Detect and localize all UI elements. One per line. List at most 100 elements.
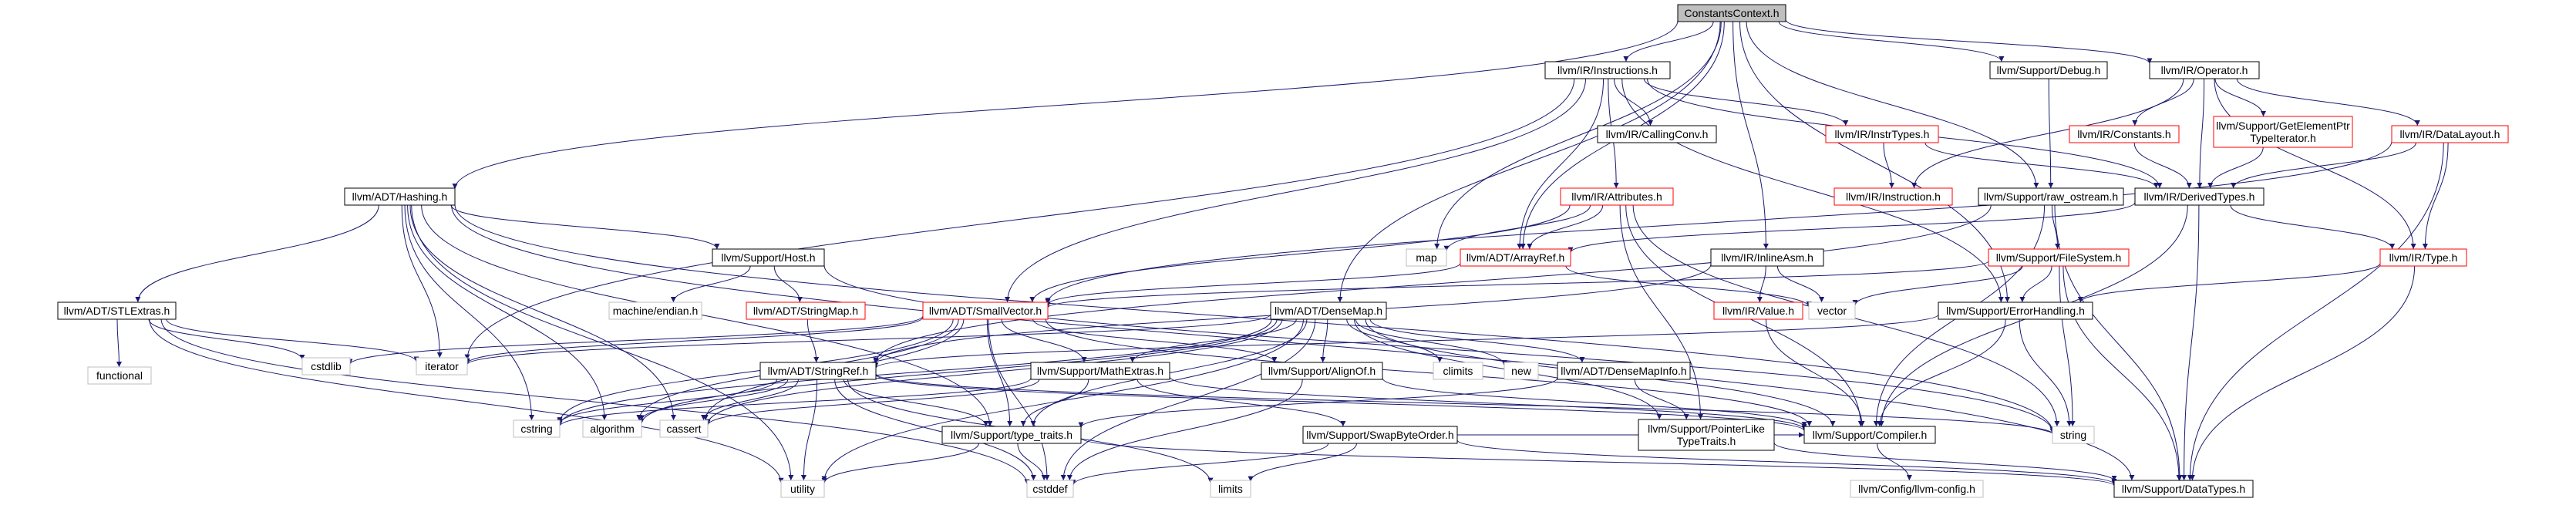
node-label: llvm/IR/Constants.h [2077, 128, 2170, 140]
node-operator[interactable]: llvm/IR/Operator.h [2149, 61, 2260, 79]
node-instrtypes[interactable]: llvm/IR/InstrTypes.h [1825, 125, 1939, 143]
node-box [1026, 480, 1074, 498]
node-box [2069, 125, 2180, 143]
node-densemapinfo[interactable]: llvm/ADT/DenseMapInfo.h [1557, 362, 1691, 380]
node-smallvec[interactable]: llvm/ADT/SmallVector.h [922, 301, 1049, 320]
node-derived[interactable]: llvm/IR/DerivedTypes.h [2134, 187, 2265, 206]
node-label: llvm/IR/InstrTypes.h [1835, 128, 1930, 140]
edge-densemap-to-densemapinfo [1369, 318, 1585, 363]
node-algorithm: algorithm [582, 419, 642, 438]
edge-smallvec-to-cstddef [988, 318, 1050, 481]
node-datalayout[interactable]: llvm/IR/DataLayout.h [2391, 125, 2509, 143]
node-label: llvm/ADT/ArrayRef.h [1466, 251, 1565, 264]
node-compiler[interactable]: llvm/Support/Compiler.h [1803, 426, 1936, 444]
edge-stringref-to-cassert [701, 379, 799, 421]
node-label: llvm/Support/Debug.h [1997, 64, 2101, 76]
edge-compiler-to-config [1877, 443, 1912, 481]
node-map: map [1406, 248, 1447, 267]
edge-stringmap-to-stringref [806, 318, 820, 363]
edge-filesystem-to-vector [1852, 265, 2023, 306]
node-label: llvm/IR/CallingConv.h [1606, 128, 1709, 140]
edge-typetraits-to-utility [821, 443, 979, 483]
node-filesystem[interactable]: llvm/Support/FileSystem.h [1988, 248, 2130, 267]
node-box [1803, 426, 1936, 444]
edge-hashing-to-datatypes [451, 204, 2135, 481]
node-arrayref[interactable]: llvm/ADT/ArrayRef.h [1460, 248, 1571, 267]
node-stlextras[interactable]: llvm/ADT/STLExtras.h [57, 301, 177, 320]
edge-inlineasm-to-vector [1776, 265, 1825, 303]
node-label: llvm/Support/Compiler.h [1813, 429, 1928, 441]
edge-stlextras-to-cstddef [160, 318, 1030, 485]
node-debug[interactable]: llvm/Support/Debug.h [1989, 61, 2108, 79]
node-hashing[interactable]: llvm/ADT/Hashing.h [344, 187, 456, 206]
edge-densemap-to-cstring [557, 318, 1272, 426]
node-instruction[interactable]: llvm/IR/Instruction.h [1834, 187, 1953, 206]
edge-gep-to-derived [2207, 147, 2264, 189]
node-box [87, 366, 152, 385]
node-box [1504, 362, 1539, 380]
edge-operator-to-gep [2214, 78, 2266, 117]
edge-value-to-compiler [1765, 318, 1865, 427]
node-swapbyte[interactable]: llvm/Support/SwapByteOrder.h [1302, 426, 1458, 444]
edge-densemapinfo-to-typetraits [1078, 377, 1558, 428]
edge-root-to-inlineasm [1732, 21, 1769, 250]
edge-errhandling-to-compiler [1877, 318, 2006, 427]
node-box [2052, 426, 2095, 444]
edge-instr-to-callconv [1614, 78, 1653, 126]
node-box [1938, 301, 2093, 320]
node-datatypes[interactable]: llvm/Support/DataTypes.h [2113, 480, 2254, 498]
edge-smallvec-to-cstring [557, 318, 954, 423]
node-iterator: iterator [416, 357, 468, 376]
node-stringmap[interactable]: llvm/ADT/StringMap.h [746, 301, 866, 320]
node-inlineasm[interactable]: llvm/IR/InlineAsm.h [1710, 248, 1824, 267]
edge-instrtypes-to-derived [1924, 142, 2160, 189]
edge-filesystem-to-smallvec [1045, 261, 1989, 308]
node-stringref[interactable]: llvm/ADT/StringRef.h [759, 362, 877, 380]
edge-hashing-to-iterator [401, 204, 443, 359]
node-box [1638, 419, 1775, 451]
node-box [1988, 248, 2130, 267]
edge-stringref-to-algorithm [638, 379, 789, 421]
node-type[interactable]: llvm/IR/Type.h [2379, 248, 2467, 267]
edge-datalayout-to-derived [2231, 142, 2416, 189]
node-constants[interactable]: llvm/IR/Constants.h [2069, 125, 2180, 143]
edge-densemap-to-cstddef [1060, 318, 1316, 481]
node-cstddef: cstddef [1026, 480, 1074, 498]
node-root[interactable]: ConstantsContext.h [1677, 4, 1786, 22]
node-value[interactable]: llvm/IR/Value.h [1713, 301, 1803, 320]
node-host[interactable]: llvm/Support/Host.h [712, 248, 825, 267]
node-box [1677, 4, 1786, 22]
node-mathextras[interactable]: llvm/Support/MathExtras.h [1030, 362, 1170, 380]
edge-arrayref-to-vector [1565, 265, 1812, 308]
edge-root-to-instr [1623, 21, 1714, 62]
edge-stringref-to-utility [800, 379, 818, 481]
node-box [1261, 362, 1383, 380]
edge-operator-to-instruction [1911, 78, 2184, 189]
node-label: cstddef [1032, 483, 1067, 495]
node-label: llvm/IR/Operator.h [2161, 64, 2248, 76]
node-callconv[interactable]: llvm/IR/CallingConv.h [1597, 125, 1717, 143]
edge-hashing-to-cassert [409, 204, 676, 421]
node-functional: functional [87, 366, 152, 385]
node-alignof[interactable]: llvm/Support/AlignOf.h [1261, 362, 1383, 380]
edge-attributes-to-ptrlike [1619, 204, 1703, 420]
node-label: llvm/ADT/STLExtras.h [64, 305, 170, 317]
node-densemap[interactable]: llvm/ADT/DenseMap.h [1270, 301, 1387, 320]
node-instr[interactable]: llvm/IR/Instructions.h [1544, 61, 1671, 79]
node-typetraits[interactable]: llvm/Support/type_traits.h [941, 426, 1082, 444]
node-errhandling[interactable]: llvm/Support/ErrorHandling.h [1938, 301, 2093, 320]
edge-stringref-to-typetraits [843, 379, 989, 427]
edge-smallvec-to-cstdlib [347, 315, 924, 365]
node-rawos[interactable]: llvm/Support/raw_ostream.h [1978, 187, 2124, 206]
node-box [2213, 116, 2353, 148]
node-label: llvm/Support/DataTypes.h [2122, 483, 2245, 495]
node-attributes[interactable]: llvm/IR/Attributes.h [1560, 187, 1674, 206]
edge-attributes-to-smallvec [1029, 204, 1571, 303]
edge-type-to-datatypes [2189, 265, 2416, 481]
node-label: llvm/Support/MathExtras.h [1037, 365, 1163, 377]
node-label: limits [1218, 483, 1243, 495]
edge-stlextras-to-utility [149, 318, 784, 483]
edge-instr-to-errhandling [1621, 78, 2004, 303]
